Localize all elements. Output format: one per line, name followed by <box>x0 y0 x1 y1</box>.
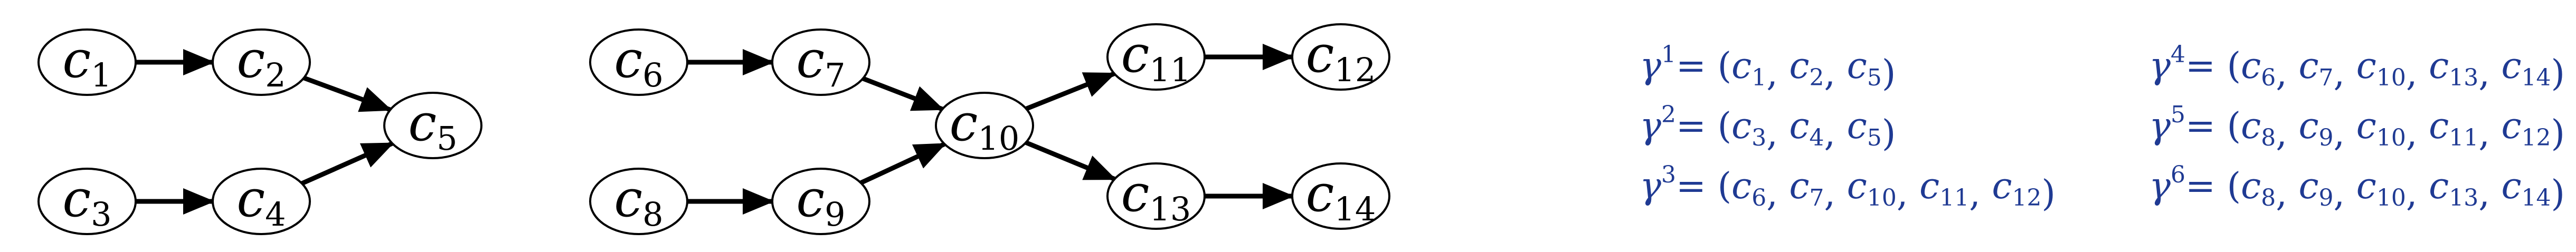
path-gamma-1: γ1 <box>1640 41 1676 87</box>
path-gamma-6: γ6 <box>2149 161 2185 207</box>
path-gamma-2: γ2 <box>1640 101 1676 147</box>
node-label: c11 <box>1121 25 1191 89</box>
node-ellipse <box>1291 162 1390 230</box>
node-label: c7 <box>796 30 845 94</box>
edge-c2-c5 <box>303 75 393 112</box>
node-ellipse <box>1291 23 1390 91</box>
node-c9: c9 <box>771 168 870 235</box>
node-label: c6 <box>614 30 663 94</box>
path-gamma-5: γ5 <box>2149 101 2185 147</box>
node-label: c14 <box>1306 164 1376 228</box>
edges <box>136 44 1294 215</box>
nodes: c1 c2 c3 c4 c5 c6 c7 c8 c9 c10 c11 c12 c13 c14 <box>37 23 1390 235</box>
node-label: c5 <box>408 93 457 158</box>
edge-c7-c10 <box>862 76 944 112</box>
node-c10: c10 <box>935 92 1034 159</box>
node-c3: c3 <box>37 168 137 235</box>
path-sequence-2: = (c3, c4, c5) <box>1676 105 1896 154</box>
node-c5: c5 <box>383 92 482 159</box>
node-ellipse <box>1106 162 1206 230</box>
node-ellipse <box>37 168 137 235</box>
node-c6: c6 <box>589 28 688 96</box>
node-ellipse <box>935 92 1034 159</box>
node-ellipse <box>37 28 137 96</box>
node-c14: c14 <box>1291 162 1390 230</box>
node-ellipse <box>383 92 482 159</box>
node-c7: c7 <box>771 28 870 96</box>
node-c4: c4 <box>212 168 311 235</box>
node-c11: c11 <box>1106 23 1206 91</box>
path-sequence-6: = (c8, c9, c10, c13, c14) <box>2185 166 2565 215</box>
node-c8: c8 <box>589 168 688 235</box>
path-gamma-3: γ3 <box>1640 161 1676 207</box>
node-ellipse <box>589 28 688 96</box>
node-label: c3 <box>62 169 111 234</box>
node-ellipse <box>771 28 870 96</box>
edge-c10-c11 <box>1025 71 1116 111</box>
edge-c10-c13 <box>1025 140 1117 181</box>
node-c13: c13 <box>1106 162 1206 230</box>
node-label: c1 <box>62 30 111 94</box>
path-sequence-4: = (c6, c7, c10, c13, c14) <box>2185 45 2565 94</box>
node-label: c10 <box>950 93 1020 158</box>
node-ellipse <box>212 168 311 235</box>
node-label: c13 <box>1121 164 1191 228</box>
node-label: c8 <box>614 169 663 234</box>
node-label: c9 <box>796 169 845 234</box>
node-c12: c12 <box>1291 23 1390 91</box>
node-ellipse <box>212 28 311 96</box>
path-gamma-4: γ4 <box>2149 41 2185 87</box>
node-ellipse <box>589 168 688 235</box>
path-definitions: γ1= (c1, c2, c5)γ2= (c3, c4, c5)γ3= (c6,… <box>1640 41 2565 215</box>
node-label: c12 <box>1306 25 1376 89</box>
node-label: c2 <box>236 30 286 94</box>
edge-c4-c5 <box>301 141 394 186</box>
path-sequence-1: = (c1, c2, c5) <box>1676 45 1896 94</box>
node-label: c4 <box>236 169 286 234</box>
edge-c9-c10 <box>859 142 946 185</box>
node-ellipse <box>1106 23 1206 91</box>
path-sequence-5: = (c8, c9, c10, c11, c12) <box>2185 105 2565 154</box>
node-c2: c2 <box>212 28 311 96</box>
path-sequence-3: = (c6, c7, c10, c11, c12) <box>1676 166 2056 215</box>
node-c1: c1 <box>37 28 137 96</box>
node-ellipse <box>771 168 870 235</box>
